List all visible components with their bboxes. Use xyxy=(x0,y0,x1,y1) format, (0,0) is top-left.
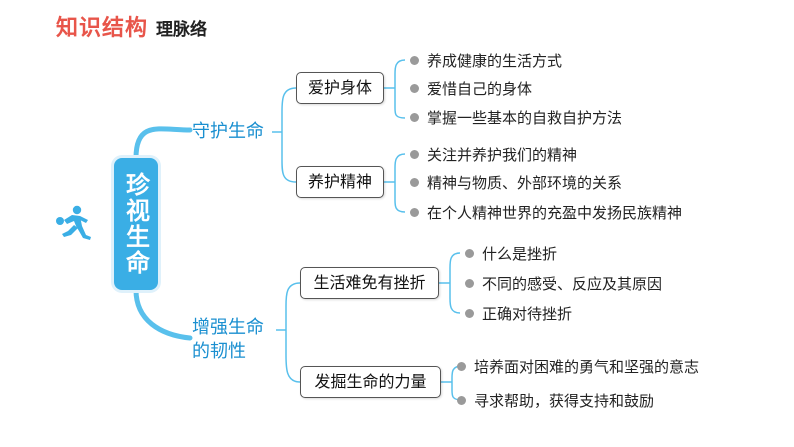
branch-guard-life: 守护生命 xyxy=(192,121,264,142)
bullet-dot-icon xyxy=(410,178,419,187)
bullet-dot-icon xyxy=(457,362,466,371)
topic-setbacks: 生活难免有挫折 xyxy=(300,267,439,299)
branch-strengthen-line-1: 增强生命 xyxy=(192,317,264,338)
leaf-item: 精神与物质、外部环境的关系 xyxy=(410,172,622,193)
bullet-dot-icon xyxy=(410,150,419,159)
header-title: 知识结构 xyxy=(56,16,149,41)
leaf-item: 培养面对困难的勇气和坚强的意志 xyxy=(457,356,699,377)
leaf-item: 什么是挫折 xyxy=(465,243,557,264)
bullet-dot-icon xyxy=(410,208,419,217)
leaf-item: 不同的感受、反应及其原因 xyxy=(465,273,662,294)
leaf-item: 养成健康的生活方式 xyxy=(410,50,562,71)
leaf-item: 在个人精神世界的充盈中发扬民族精神 xyxy=(410,202,682,223)
header-subtitle: 理脉络 xyxy=(156,20,207,40)
topic-nurture-spirit: 养护精神 xyxy=(296,166,384,198)
leaf-item: 寻求帮助，获得支持和鼓励 xyxy=(457,390,654,411)
bullet-dot-icon xyxy=(465,309,474,318)
branch-strengthen-life: 增强生命 的韧性 xyxy=(192,316,264,364)
root-node: 珍视生命 xyxy=(114,158,158,290)
bullet-dot-icon xyxy=(410,84,419,93)
leaf-item: 掌握一些基本的自救自护方法 xyxy=(410,107,622,128)
bullet-dot-icon xyxy=(410,113,419,122)
leaf-item: 正确对待挫折 xyxy=(465,303,572,324)
topic-life-power: 发掘生命的力量 xyxy=(300,366,441,398)
basketball-player-icon xyxy=(56,205,91,240)
root-label: 珍视生命 xyxy=(121,172,150,276)
leaf-item: 爱惜自己的身体 xyxy=(410,78,532,99)
bullet-dot-icon xyxy=(410,56,419,65)
branch-strengthen-line-2: 的韧性 xyxy=(192,341,246,362)
leaf-item: 关注并养护我们的精神 xyxy=(410,144,577,165)
bullet-dot-icon xyxy=(465,279,474,288)
bullet-dot-icon xyxy=(457,396,466,405)
topic-care-body: 爱护身体 xyxy=(296,72,384,104)
bullet-dot-icon xyxy=(465,249,474,258)
